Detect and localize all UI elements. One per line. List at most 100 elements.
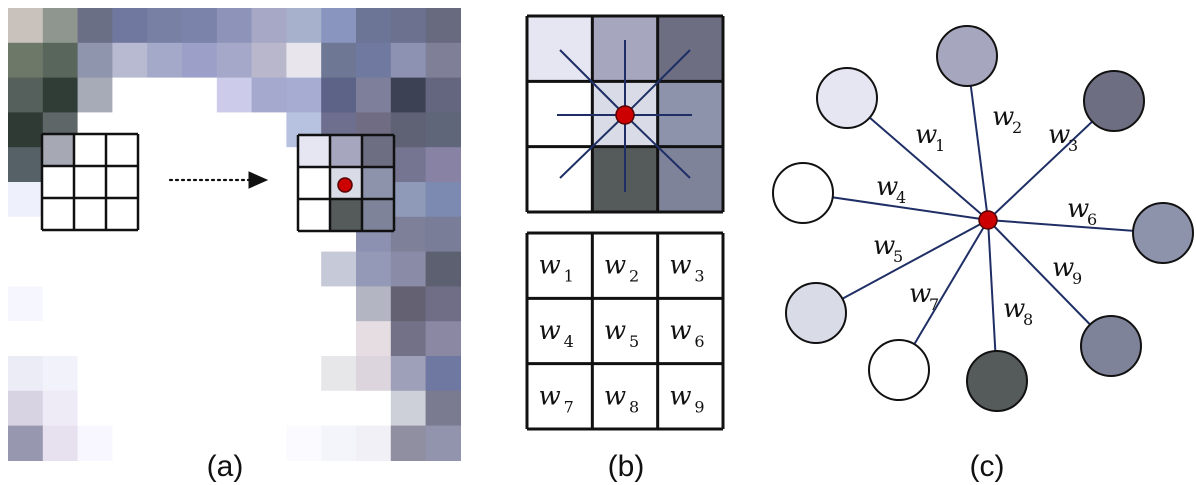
mosaic-pixel xyxy=(321,321,357,357)
mosaic-pixel xyxy=(8,112,44,148)
weight-cell-subscript: 9 xyxy=(694,397,704,416)
kernel-connector-lines xyxy=(557,40,692,192)
mosaic-pixel xyxy=(77,8,113,44)
mosaic-pixel xyxy=(8,286,44,322)
mosaic-pixel xyxy=(425,251,461,287)
mosaic-pixel xyxy=(112,286,148,322)
weight-cell-subscript: 5 xyxy=(629,332,639,351)
window-cell xyxy=(298,167,330,199)
mosaic-pixel xyxy=(182,147,218,183)
mosaic-pixel xyxy=(182,182,218,218)
mosaic-pixel xyxy=(251,42,287,79)
mosaic-pixel xyxy=(216,147,253,183)
panel-a: (a) xyxy=(8,8,461,483)
mosaic-pixel xyxy=(8,77,44,113)
mosaic-pixel xyxy=(147,77,183,113)
mosaic-pixel xyxy=(356,8,392,44)
mosaic-pixel xyxy=(390,251,427,287)
mosaic-pixel xyxy=(147,216,183,253)
kernel-connector xyxy=(624,49,691,116)
mosaic-pixel xyxy=(356,251,392,287)
window-cell xyxy=(42,198,74,230)
mosaic-pixel xyxy=(42,286,79,322)
mosaic-pixel xyxy=(425,147,461,183)
mosaic-pixel xyxy=(425,356,461,392)
mosaic-pixel xyxy=(112,425,148,461)
window-cell xyxy=(298,135,330,167)
window-cell xyxy=(74,134,106,166)
weight-cell-label: w xyxy=(669,381,691,411)
graph-edge-label-subscript: 7 xyxy=(929,295,939,314)
mosaic-pixel xyxy=(356,390,392,427)
weight-cell-subscript: 7 xyxy=(564,397,574,416)
window-cell xyxy=(42,166,74,198)
graph-edge-label: w xyxy=(876,172,898,202)
weight-cell-label: w xyxy=(604,316,626,346)
mosaic-pixel xyxy=(77,425,113,461)
mosaic-pixel xyxy=(42,42,79,79)
mosaic-pixel xyxy=(425,8,461,44)
mosaic-pixel xyxy=(390,147,427,183)
window-cell xyxy=(362,199,394,231)
mosaic-pixel xyxy=(286,251,322,287)
mosaic-pixel xyxy=(8,8,44,44)
mosaic-pixel xyxy=(8,251,44,287)
graph-edge xyxy=(846,97,989,221)
mosaic-pixel xyxy=(147,8,183,44)
graph-node xyxy=(772,162,834,224)
graph-node xyxy=(1083,70,1145,132)
mosaic-pixel xyxy=(425,390,461,427)
window-cell xyxy=(74,198,106,230)
graph-node xyxy=(936,25,998,87)
mosaic-pixel xyxy=(425,112,461,148)
mosaic-pixel xyxy=(216,216,253,253)
window-cell xyxy=(106,166,138,198)
mosaic-pixel xyxy=(251,390,287,427)
mosaic-pixel xyxy=(390,216,427,253)
mosaic-pixel xyxy=(77,42,113,79)
mosaic-pixel xyxy=(251,251,287,287)
mosaic-pixel xyxy=(42,251,79,287)
mosaic-pixel xyxy=(216,390,253,427)
mosaic-pixel xyxy=(8,42,44,79)
mosaic-pixel xyxy=(321,251,357,287)
mosaic-pixel xyxy=(390,8,427,44)
mosaic-pixel xyxy=(182,425,218,461)
graph-edge-label: w xyxy=(1067,194,1089,224)
graph-edge-label: w xyxy=(1048,120,1070,150)
weight-cell-label: w xyxy=(669,316,691,346)
mosaic-pixel xyxy=(425,77,461,113)
graph-edge-label-subscript: 4 xyxy=(896,188,906,207)
kernel-connector xyxy=(559,114,626,179)
mosaic-pixel xyxy=(42,425,79,461)
graph-edge-label-subscript: 8 xyxy=(1023,310,1033,329)
mosaic-pixel xyxy=(321,77,357,113)
mosaic-pixel xyxy=(390,425,427,461)
mosaic-pixel xyxy=(286,425,322,461)
pixel-mosaic xyxy=(8,8,461,461)
mosaic-pixel xyxy=(112,356,148,392)
mosaic-pixel xyxy=(425,321,461,357)
graph-edge-label: w xyxy=(992,102,1014,132)
mosaic-pixel xyxy=(390,42,427,79)
mosaic-pixel xyxy=(112,42,148,79)
mosaic-pixel xyxy=(286,286,322,322)
mosaic-pixel xyxy=(356,286,392,322)
window-cell xyxy=(298,199,330,231)
mosaic-pixel xyxy=(286,390,322,427)
mosaic-pixel xyxy=(182,42,218,79)
weight-cell-label: w xyxy=(539,381,561,411)
sliding-window-start xyxy=(40,132,140,232)
mosaic-pixel xyxy=(321,390,357,427)
mosaic-pixel xyxy=(77,321,113,357)
mosaic-pixel xyxy=(321,286,357,322)
window-cell xyxy=(362,135,394,167)
mosaic-pixel xyxy=(286,8,322,44)
mosaic-pixel xyxy=(321,8,357,44)
graph-edge-label-subscript: 1 xyxy=(935,136,945,155)
mosaic-pixel xyxy=(147,356,183,392)
